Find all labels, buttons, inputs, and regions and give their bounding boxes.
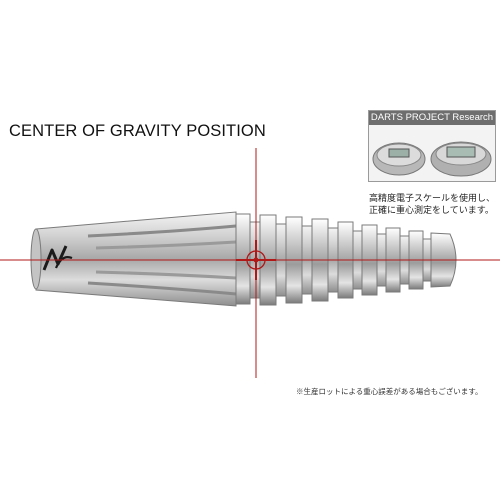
research-header: DARTS PROJECT Research	[369, 111, 495, 125]
page-title: CENTER OF GRAVITY POSITION	[9, 122, 266, 140]
digital-scale-icon	[369, 125, 495, 181]
lot-variance-footnote: ※生産ロットによる重心誤差がある場合もございます。	[296, 387, 483, 396]
crosshair-target-icon	[0, 148, 500, 378]
research-note-line: 正確に重心測定をしています。	[369, 205, 494, 215]
research-panel: DARTS PROJECT Research	[368, 110, 496, 182]
research-note-line: 高精度電子スケールを使用し、	[369, 193, 496, 203]
research-note: 高精度電子スケールを使用し、 正確に重心測定をしています。	[369, 192, 497, 216]
